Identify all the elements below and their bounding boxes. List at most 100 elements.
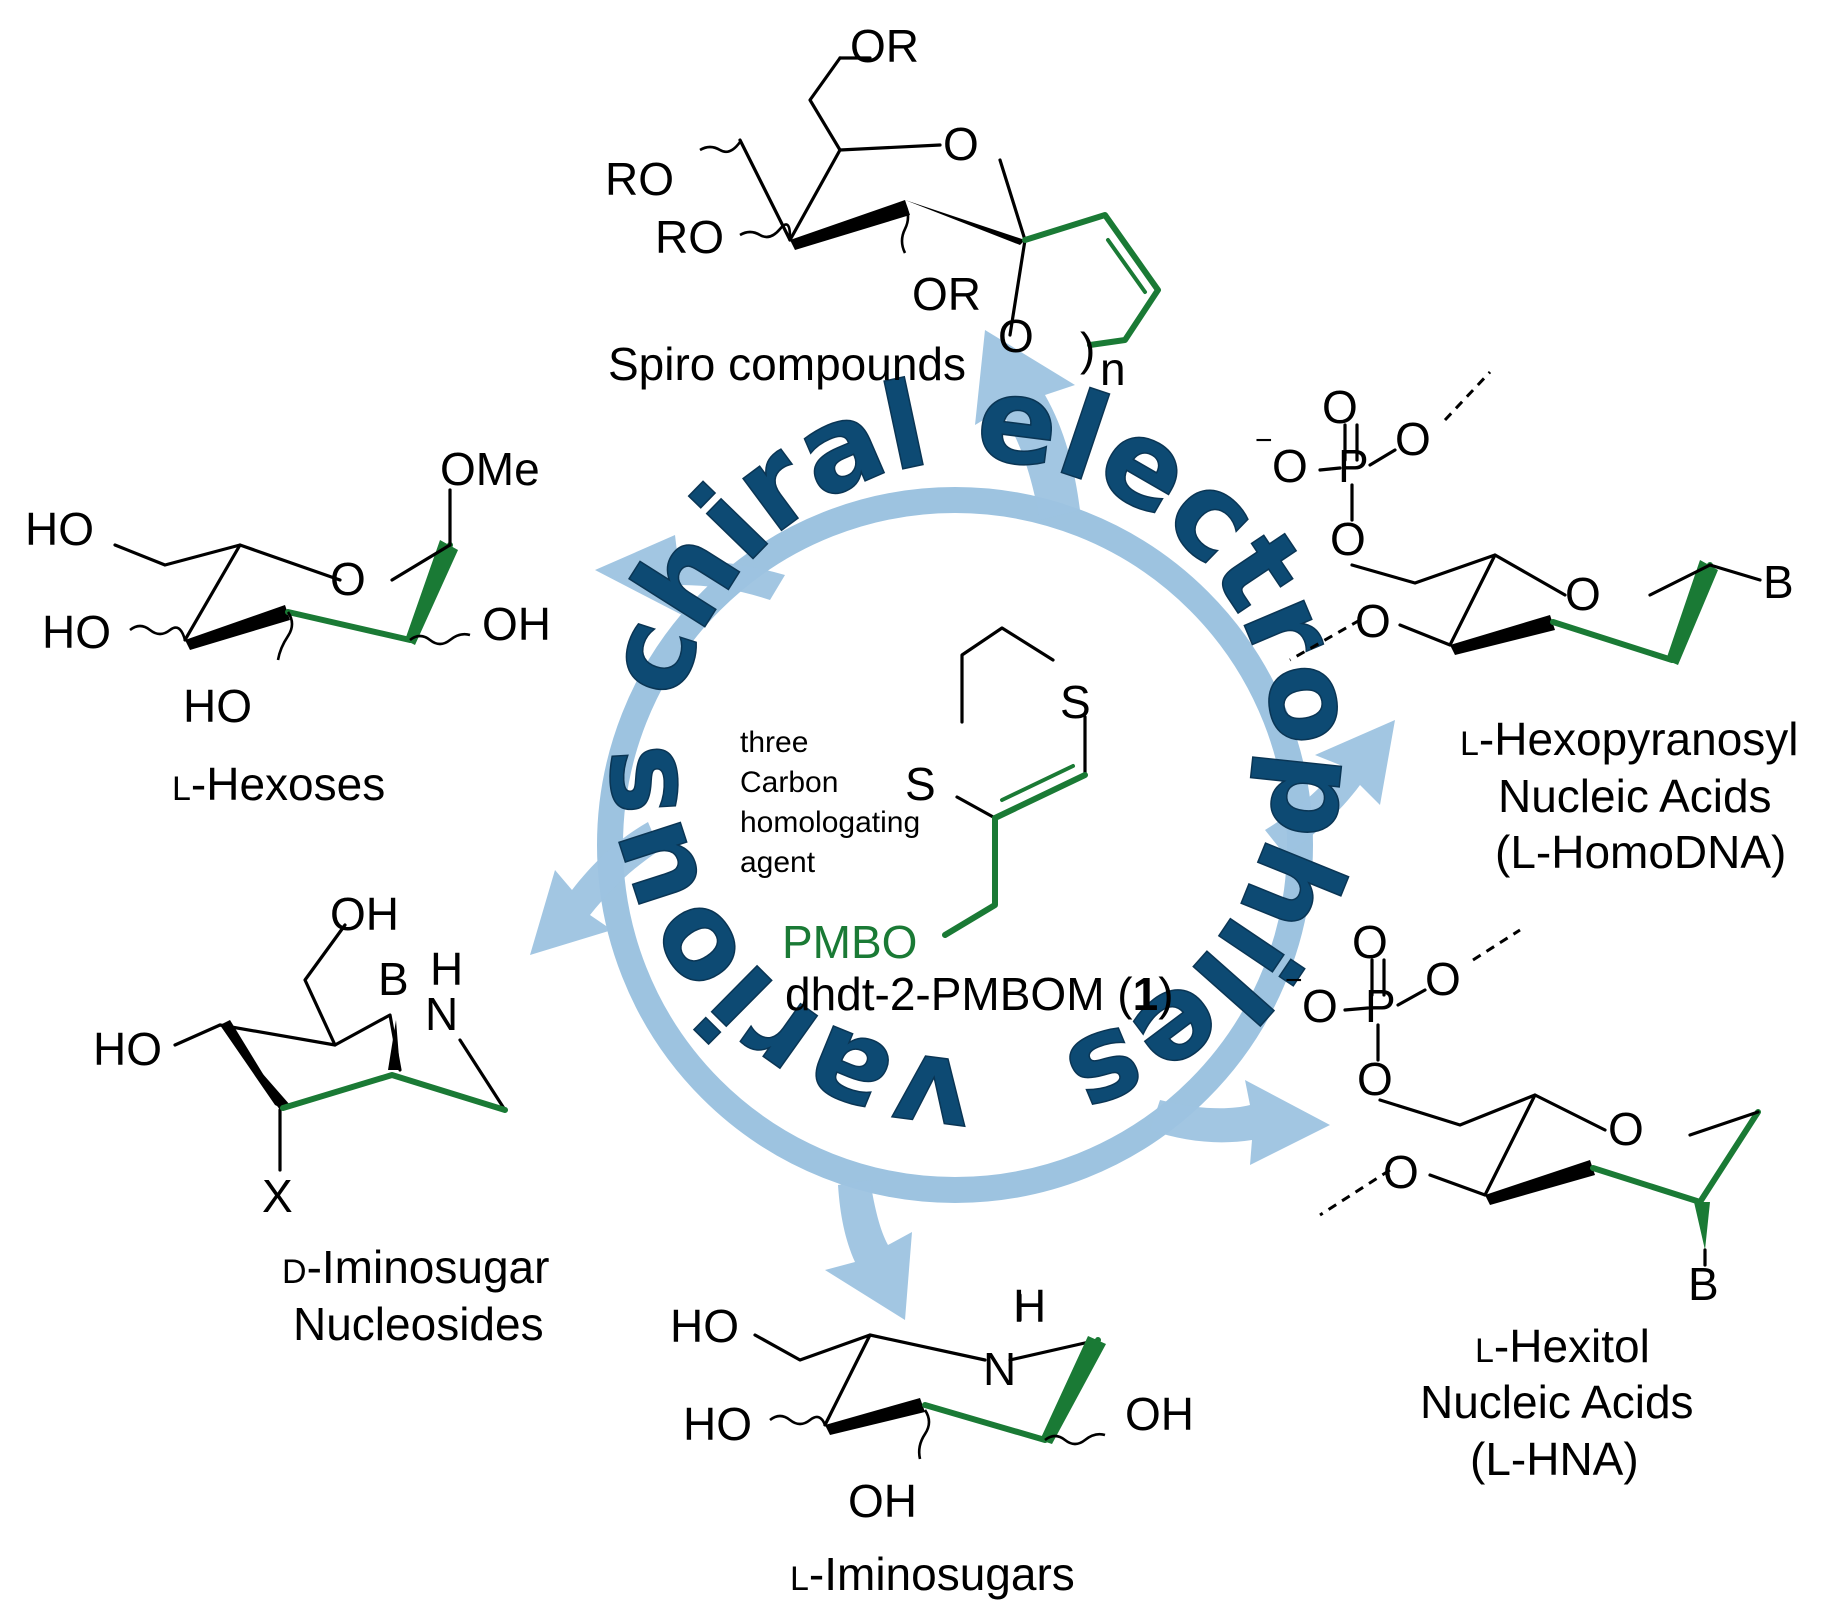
o-left: O	[1383, 1146, 1419, 1198]
hexose-bonds	[113, 543, 342, 582]
ho-2: HO	[42, 606, 111, 658]
iminosugar-bond	[1008, 1338, 1100, 1362]
arrow-to-homodna	[1265, 720, 1395, 855]
o-link: O	[1330, 513, 1366, 565]
dashed-bond	[1289, 618, 1361, 662]
nitrogen: N	[983, 1343, 1016, 1395]
homodna-green-wedge	[1666, 560, 1718, 665]
p-bond	[1368, 448, 1397, 467]
spiro-bond	[738, 138, 792, 242]
pmbo-label: PMBO	[782, 916, 917, 968]
ring-bonds	[960, 626, 1055, 724]
imino-bond	[458, 1038, 507, 1112]
arrow-to-iminosugar-nucleosides	[530, 822, 660, 955]
spiro-wedge-thin	[905, 200, 1025, 245]
sulfur-1: S	[1060, 676, 1091, 728]
hna-wedge	[1485, 1160, 1595, 1205]
dashed-bond	[1443, 370, 1492, 422]
hexose-green-wedge	[405, 540, 458, 645]
ho-1: HO	[670, 1300, 739, 1352]
sulfur-2: S	[905, 758, 936, 810]
hydrogen: H	[430, 943, 463, 995]
iminosugar-bonds	[753, 1333, 987, 1362]
imino-bond	[173, 1023, 222, 1047]
hna-bonds	[1378, 1093, 1607, 1132]
substituent-x: X	[262, 1170, 293, 1222]
arrow-ring	[530, 330, 1395, 1320]
spiro-green-ring	[1022, 212, 1161, 348]
spiro-label: Spiro compounds	[608, 338, 966, 390]
hexose-wedge	[185, 605, 290, 650]
p-bond	[1318, 466, 1342, 472]
hna-label-3: (L-HNA)	[1470, 1433, 1639, 1485]
minus-sign: −	[1255, 424, 1273, 457]
homodna-wedge	[1450, 615, 1555, 655]
homodna-bond	[1708, 563, 1762, 582]
hna-label-1: L-Hexitol	[1475, 1320, 1650, 1372]
spiro-bonds	[808, 56, 942, 152]
ring-oxygen: O	[1608, 1103, 1644, 1155]
double-bond-a	[992, 772, 1088, 821]
ring-bond	[955, 795, 997, 820]
hna-bond	[1428, 1173, 1487, 1197]
o-link: O	[1357, 1053, 1393, 1105]
spiro-bond	[1008, 238, 1027, 337]
hna-compound: O − O P O O O O B L-Hexitol Nucleic Acid…	[1285, 916, 1761, 1485]
ho-2: HO	[683, 1398, 752, 1450]
hexoses-label: L-Hexoses	[172, 758, 385, 810]
iminosugar-bond	[823, 1333, 872, 1427]
ome: OMe	[440, 443, 540, 495]
ring-oxygen: O	[330, 553, 366, 605]
o-right: O	[1425, 953, 1461, 1005]
or-bottom: OR	[912, 268, 981, 320]
center-reagent: S S PMBO dhdt-2-PMBOM (1) three Carbon h…	[740, 626, 1174, 1020]
homodna-compound: O − O P O O O B O L-Hexopyranosyl Nuclei…	[1255, 370, 1799, 878]
o-double: O	[1352, 916, 1388, 968]
o-double: O	[1322, 381, 1358, 433]
homodna-label-2: Nucleic Acids	[1498, 770, 1772, 822]
p-bond	[1343, 1006, 1370, 1012]
base-b: B	[1763, 556, 1794, 608]
hna-label-2: Nucleic Acids	[1420, 1376, 1694, 1428]
paren: )	[1080, 323, 1095, 375]
imino-bonds	[303, 923, 347, 1047]
dashed-bond	[1472, 928, 1521, 962]
ring-oxygen: O	[1565, 568, 1601, 620]
spiro-double	[1106, 238, 1147, 294]
hna-green-wedge	[1694, 1202, 1710, 1250]
ho-3: HO	[183, 680, 252, 732]
phosphorus: P	[1365, 980, 1396, 1032]
dashed-bond	[1319, 1168, 1391, 1217]
spiro-wedge	[790, 200, 910, 250]
ring-caption: various chiral electrophiles	[564, 348, 1388, 1171]
subscript-n: n	[1100, 343, 1126, 395]
homodna-bond	[1648, 563, 1712, 597]
base-b: B	[1688, 1258, 1719, 1310]
spiro-compound: OR O RO RO OR O ) n Spiro compounds	[605, 20, 1161, 395]
oh: OH	[482, 598, 551, 650]
iminosugar-green-wedge	[1040, 1336, 1106, 1444]
wavy-bond	[129, 624, 187, 641]
minus-sign: −	[1285, 964, 1303, 997]
homodna-label-1: L-Hexopyranosyl	[1460, 713, 1799, 765]
iminosugar-nucleosides-compound: OH B H N HO X D-Iminosugar Nucleosides	[93, 888, 549, 1350]
arrow-to-hexoses	[595, 535, 785, 615]
imino-wedge-c	[388, 1020, 400, 1070]
homodna-bond	[1398, 623, 1452, 647]
spiro-bond	[788, 148, 842, 242]
wavy-bond	[917, 1409, 931, 1460]
iminosugars-label: L-Iminosugars	[790, 1548, 1075, 1600]
ho-1: HO	[25, 503, 94, 555]
hna-bond	[1688, 1110, 1760, 1137]
or-top: OR	[850, 20, 919, 72]
double-bond-b	[1000, 764, 1075, 802]
imino-nucleosides-label-1: D-Iminosugar	[282, 1241, 549, 1293]
oh: OH	[1125, 1388, 1194, 1440]
o-minus: O	[1302, 980, 1338, 1032]
hexoses-compound: OMe HO O HO OH HO L-Hexoses	[25, 443, 551, 810]
hexose-bond	[183, 543, 242, 642]
wavy-bond	[1044, 1432, 1106, 1446]
o-minus: O	[1272, 440, 1308, 492]
imino-green	[280, 1072, 508, 1113]
